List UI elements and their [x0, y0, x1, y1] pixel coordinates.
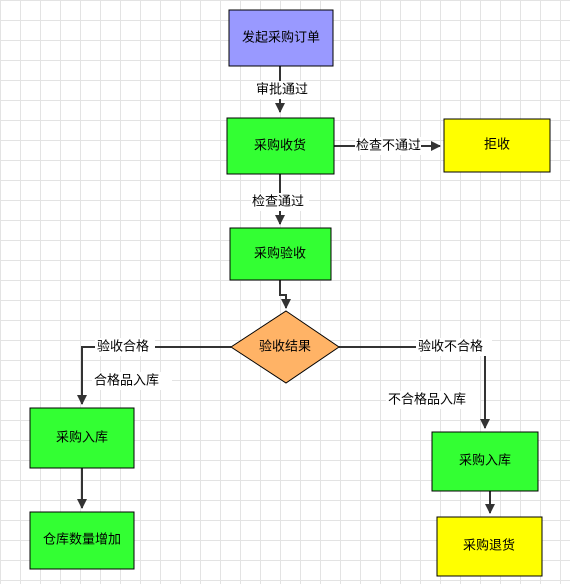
node-receive-label: 采购收货: [254, 138, 306, 154]
node-decision-label: 验收结果: [259, 339, 311, 355]
edge-label-qualified: 验收合格: [97, 339, 149, 355]
edge-inspect-to-decision: [279, 280, 291, 309]
node-stock-increase: 仓库数量增加: [29, 511, 135, 570]
node-inspect-label: 采购验收: [254, 246, 306, 262]
node-reject: 拒收: [443, 118, 551, 173]
edge-decision-to-left-store: [77, 346, 231, 405]
edge-label-approve: 审批通过: [256, 83, 308, 98]
edge-label-unqualified: 验收不合格: [418, 339, 483, 355]
node-inspect: 采购验收: [229, 227, 332, 281]
node-reject-label: 拒收: [484, 138, 510, 153]
node-stock-increase-label: 仓库数量增加: [43, 532, 121, 548]
node-return: 采购退货: [436, 516, 543, 577]
edge-label-unqualified-in: 不合格品入库: [388, 392, 466, 408]
node-receive: 采购收货: [226, 117, 335, 175]
node-return-label: 采购退货: [463, 538, 515, 554]
node-decision: 验收结果: [230, 310, 340, 384]
node-store-left: 采购入库: [29, 407, 135, 469]
node-store-right: 采购入库: [431, 431, 539, 492]
node-store-right-label: 采购入库: [459, 453, 511, 469]
node-start-label: 发起采购订单: [242, 30, 320, 46]
edge-label-check-fail: 检查不通过: [356, 139, 421, 154]
edge-labels: 审批通过 检查不通过 检查通过 验收合格 合格品入库 验收不合格 不合格品入库: [92, 81, 492, 409]
node-start: 发起采购订单: [228, 9, 334, 67]
node-store-left-label: 采购入库: [56, 430, 108, 446]
edge-label-check-pass: 检查通过: [252, 195, 304, 210]
edge-decision-to-right-store: [339, 346, 490, 429]
edge-label-qualified-in: 合格品入库: [94, 373, 159, 389]
